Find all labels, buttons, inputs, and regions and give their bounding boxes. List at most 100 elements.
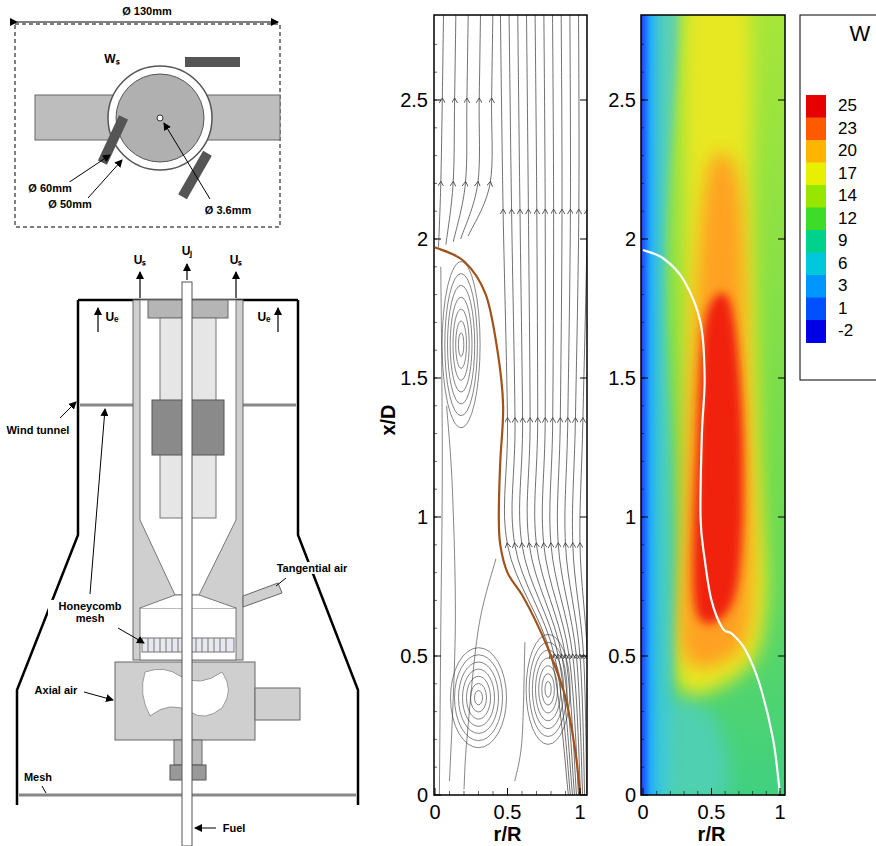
axial-air-inlet (255, 688, 300, 720)
contour-region (641, 15, 678, 795)
axis-tick-label: 0 (417, 784, 428, 806)
minor-tick (434, 239, 437, 240)
leader-line (60, 402, 76, 418)
streamline (526, 15, 574, 795)
vortex-streamline (458, 333, 463, 357)
axis-tick-label: 2.5 (400, 89, 428, 111)
legend-value: 6 (838, 254, 847, 273)
minor-tick (434, 211, 437, 212)
minor-tick (641, 517, 644, 518)
minor-tick (641, 239, 644, 240)
legend-value: 9 (838, 232, 847, 251)
streamline (509, 15, 571, 795)
tangential-pipe (243, 583, 282, 607)
minor-tick (641, 656, 644, 657)
legend-title: W (850, 22, 871, 46)
minor-tick (766, 791, 767, 795)
axis-tick-label: 1 (774, 801, 785, 823)
minor-tick (464, 791, 465, 795)
minor-tick (434, 739, 437, 740)
minor-tick (507, 791, 508, 795)
leader-line (84, 692, 113, 700)
minor-tick (434, 489, 437, 490)
legend-value: -2 (838, 322, 853, 341)
streamline (468, 15, 493, 236)
minor-tick (752, 791, 753, 795)
domain-outline (15, 24, 280, 227)
vortex-streamline (463, 669, 495, 726)
dimension-label: Ø 130mm (120, 5, 174, 17)
tick (580, 795, 587, 796)
minor-tick (434, 183, 437, 184)
fuel-jet (157, 115, 163, 121)
axis-tick-label: 2.5 (608, 89, 636, 111)
tick (778, 517, 785, 518)
axis-tick-label: 0 (637, 801, 648, 823)
minor-tick (641, 461, 644, 462)
legend-swatch (806, 163, 826, 186)
contour-plot (641, 15, 785, 795)
tick (778, 795, 785, 796)
streamline (453, 15, 468, 242)
streamline (447, 406, 456, 781)
axis-tick-label: 0.5 (608, 645, 636, 667)
part-label: Wind tunnel (5, 424, 72, 436)
minor-tick (565, 791, 566, 795)
minor-tick (434, 461, 437, 462)
axis-tick-label: 1 (625, 506, 636, 528)
minor-tick (641, 433, 644, 434)
tick (507, 788, 508, 795)
minor-tick (641, 683, 644, 684)
legend-swatch (806, 185, 826, 208)
axis-tick-label: 0.5 (400, 645, 428, 667)
vortex-streamline (459, 662, 499, 733)
legend-value: 17 (838, 164, 857, 183)
tick (434, 656, 441, 657)
minor-tick (641, 211, 644, 212)
legend-box (800, 15, 876, 380)
vortex-streamline (456, 321, 467, 368)
minor-tick (641, 72, 644, 73)
dimension-line (17, 22, 278, 23)
tick (641, 795, 648, 796)
tick (641, 378, 648, 379)
minor-tick (434, 600, 437, 601)
streamline (446, 15, 456, 245)
flow-arrow (186, 264, 187, 280)
minor-tick (641, 378, 644, 379)
axis-tick-label: 0 (429, 801, 440, 823)
tick (580, 239, 587, 240)
legend-swatch (806, 118, 826, 141)
tick (641, 239, 648, 240)
vortex-streamline (451, 648, 507, 748)
part-label: Honeycomb mesh (48, 600, 132, 624)
minor-tick (641, 127, 644, 128)
minor-tick (434, 378, 437, 379)
minor-tick (725, 791, 726, 795)
tick (641, 517, 648, 518)
leader-line (195, 828, 216, 829)
legend-value: 25 (838, 97, 857, 116)
minor-tick (434, 350, 437, 351)
minor-tick (711, 791, 712, 795)
vortex-streamline (445, 274, 478, 416)
dimension-label: Ø 50mm (46, 198, 93, 210)
legend-swatch (806, 230, 826, 253)
minor-tick (580, 791, 581, 795)
axis-tick-label: 0.5 (698, 801, 726, 823)
minor-tick (522, 791, 523, 795)
air-arm (35, 95, 120, 140)
minor-tick (434, 155, 437, 156)
tick (778, 100, 785, 101)
vortex-streamline (455, 655, 503, 741)
vortex-streamline (453, 309, 469, 380)
dimension-label: Ø 60mm (26, 182, 73, 194)
minor-tick (670, 791, 671, 795)
vortex-streamline (539, 666, 558, 713)
legend-swatch (806, 140, 826, 163)
minor-tick (641, 294, 644, 295)
minor-tick (434, 266, 437, 267)
swirl-vane (98, 115, 128, 165)
minor-tick (434, 294, 437, 295)
